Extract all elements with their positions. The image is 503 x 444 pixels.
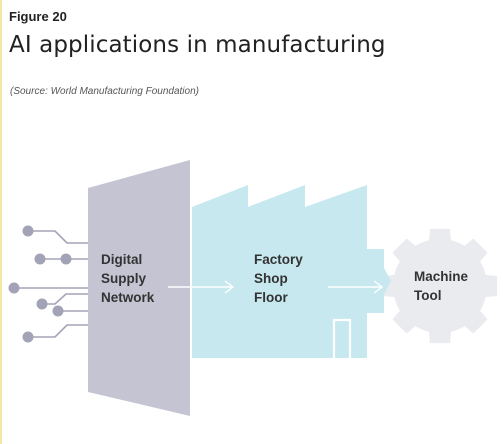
factory-label-line-3: Floor (254, 290, 288, 305)
digital-label-line-2: Supply (101, 271, 146, 286)
source-note: (Source: World Manufacturing Foundation) (10, 86, 199, 97)
factory-building-icon (192, 185, 391, 358)
node-label-machine: Machine Tool (414, 269, 469, 303)
node-label-factory: Factory Shop Floor (254, 252, 303, 305)
digital-label-line-3: Network (101, 290, 155, 305)
circuit-lines-icon (14, 230, 90, 338)
machine-label-line-2: Tool (414, 288, 442, 303)
flow-arrows (168, 280, 384, 294)
machine-label-line-1: Machine (414, 269, 469, 284)
circuit-nodes (8, 225, 72, 343)
factory-door (332, 318, 352, 358)
arrow-head-digital-to-factory (224, 280, 235, 294)
left-edge-rule (0, 0, 2, 444)
factory-label-line-1: Factory (254, 252, 303, 267)
figure-label: Figure 20 (9, 9, 67, 24)
machine-tool-gear (382, 228, 498, 344)
arrow-head-factory-to-machine (373, 280, 384, 294)
factory-label-line-2: Shop (254, 271, 288, 286)
gear-icon (382, 228, 498, 344)
digital-supply-network-shape (88, 160, 190, 416)
page-title: AI applications in manufacturing (9, 32, 386, 58)
node-label-digital: Digital Supply Network (101, 252, 155, 305)
digital-label-line-1: Digital (101, 252, 142, 267)
